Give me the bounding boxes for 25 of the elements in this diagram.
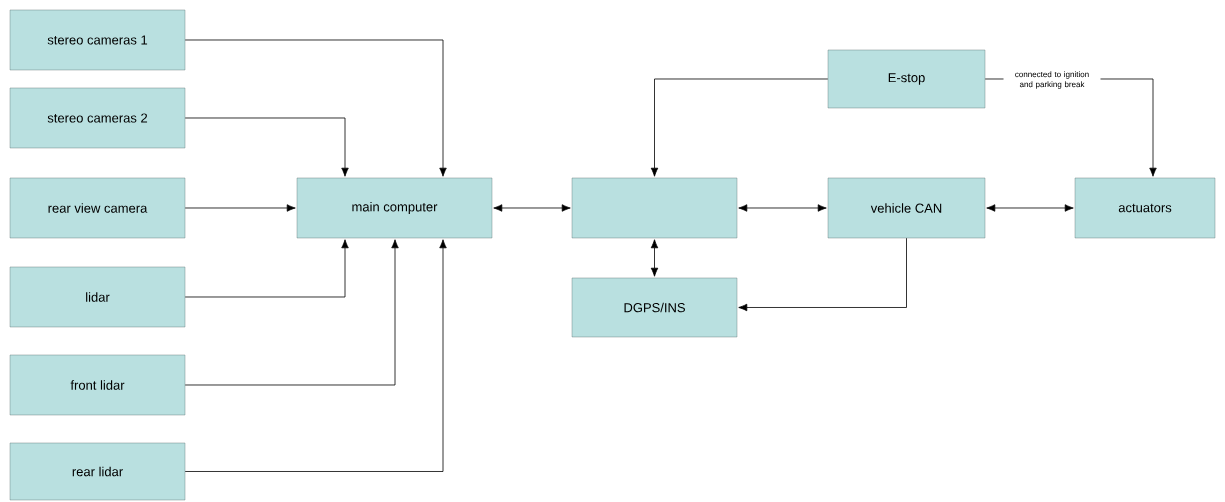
empty-box: [571, 177, 738, 239]
process-box: stereo cameras 2: [9, 87, 186, 149]
arrow: [184, 239, 349, 298]
arrow: [738, 237, 907, 312]
arrow: [650, 78, 829, 177]
process-box: rear lidar: [9, 442, 186, 501]
arrow: [184, 239, 399, 386]
arrow: [184, 117, 349, 177]
process-box: DGPS/INS: [571, 277, 738, 338]
process-box: stereo cameras 1: [9, 9, 186, 71]
edge-label: connected to ignition and parking break: [1003, 70, 1101, 90]
arrow: [738, 204, 827, 212]
arrow: [184, 204, 296, 212]
process-box: main computer: [296, 177, 493, 239]
arrow: [493, 204, 571, 212]
arrow: [184, 39, 447, 177]
process-box: vehicle CAN: [827, 177, 986, 239]
process-box: actuators: [1074, 177, 1216, 239]
process-box: E-stop: [827, 49, 986, 109]
process-box: front lidar: [9, 354, 186, 416]
process-box: rear view camera: [9, 177, 186, 239]
arrow: [184, 239, 447, 472]
process-box: lidar: [9, 266, 186, 328]
arrow: [650, 239, 659, 277]
arrow: [986, 204, 1074, 212]
